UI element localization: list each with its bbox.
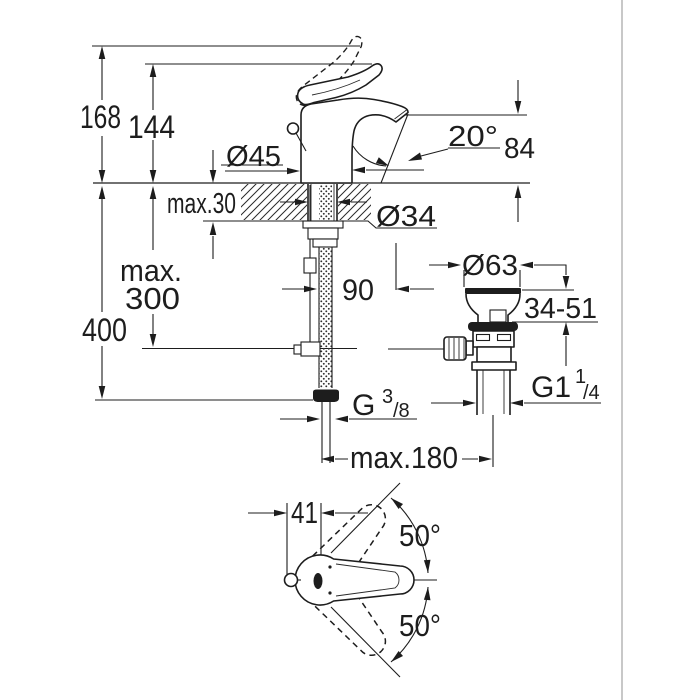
label-thread-g114-den: /4 — [583, 382, 600, 404]
label-41: 41 — [291, 495, 318, 530]
label-300: 300 — [125, 281, 180, 316]
faucet-top-view — [283, 503, 415, 657]
valve-body — [476, 346, 512, 363]
pull-rod-knob — [286, 122, 300, 135]
rod-joint — [300, 341, 321, 357]
rod-coupling-knob — [443, 336, 467, 361]
dimension-labels: 168 144 Ø45 20° 84 max.30 Ø34 max. 300 4… — [80, 99, 600, 643]
label-dia-45: Ø45 — [226, 141, 281, 173]
spout-angle-arc — [352, 145, 387, 167]
label-thread-g114-g: G1 — [531, 371, 571, 404]
label-thread-g38-num: 3 — [382, 386, 393, 408]
handle-swing-upper-dashed — [312, 503, 387, 584]
drain-tailpipe — [476, 370, 511, 415]
label-max-180: max.180 — [350, 440, 458, 475]
shank-and-hoses — [293, 184, 444, 402]
rod-clip — [303, 257, 317, 274]
label-height-144: 144 — [128, 109, 175, 145]
label-height-84: 84 — [504, 133, 535, 165]
label-50-lower: 50° — [399, 608, 441, 643]
drain-valve — [443, 288, 521, 415]
pull-knob-top — [283, 572, 299, 588]
label-max: max. — [120, 253, 182, 288]
label-height-168: 168 — [80, 99, 121, 135]
faucet-front-view — [286, 35, 409, 184]
mounting-washer — [302, 220, 344, 229]
valve-top-rim — [465, 288, 521, 294]
label-thread-g38-g: G — [352, 389, 375, 422]
valve-flange — [468, 322, 518, 331]
dimension-lines — [98, 46, 601, 663]
label-thread-g114-num: 1 — [575, 366, 586, 388]
label-90: 90 — [342, 274, 374, 307]
label-dia-34: Ø34 — [376, 201, 436, 233]
faucet-body — [300, 97, 409, 184]
handle-swing-lower-dashed — [312, 576, 387, 657]
label-50-upper: 50° — [399, 518, 441, 553]
label-angle-20: 20° — [448, 121, 498, 153]
aerator-face — [394, 109, 407, 120]
inlet-hose-nut — [313, 389, 339, 402]
cartridge-dot — [313, 573, 323, 589]
label-range-34-51: 34-51 — [524, 293, 597, 325]
mounting-nut — [307, 227, 339, 240]
label-thread-g38-den: /8 — [393, 400, 410, 422]
label-400: 400 — [82, 312, 127, 348]
label-max-30: max.30 — [167, 188, 236, 220]
handle-top-outline — [294, 554, 415, 606]
flexible-hose — [319, 185, 332, 388]
handle-lever — [296, 63, 383, 106]
water-stream-line — [380, 113, 409, 184]
label-dia-63: Ø63 — [462, 250, 518, 282]
